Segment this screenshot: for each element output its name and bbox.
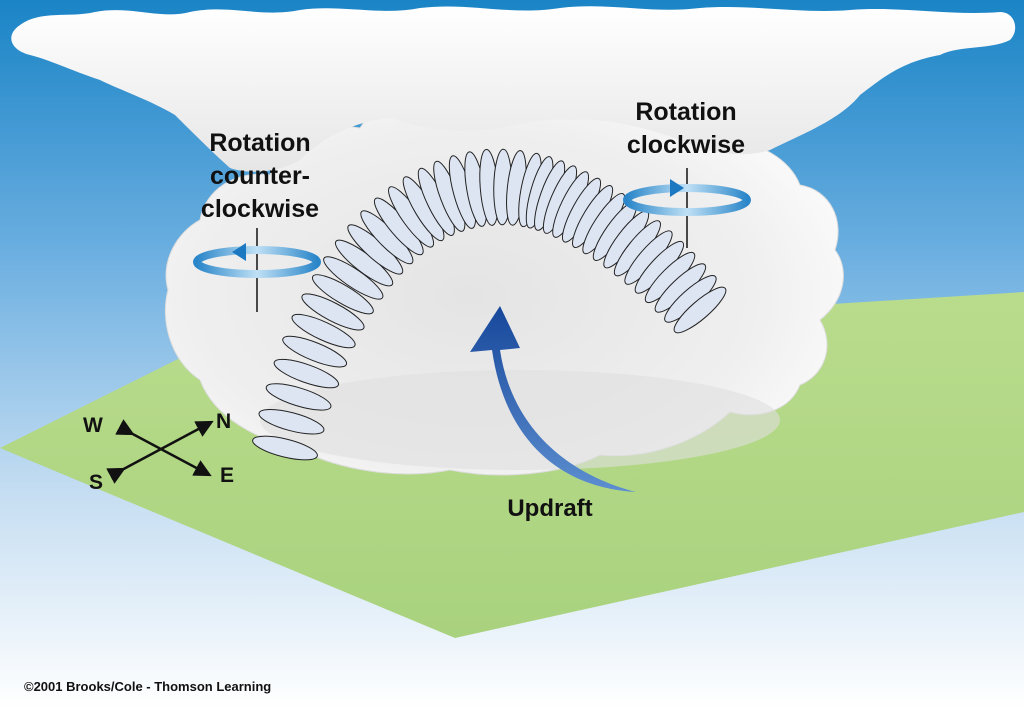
compass-south-label: S xyxy=(89,471,104,494)
rotation-counterclockwise-label: Rotation counter- clockwise xyxy=(180,127,340,226)
vortex-coil xyxy=(282,335,348,368)
vortex-coil xyxy=(291,313,356,349)
label-line: clockwise xyxy=(626,131,746,159)
updraft-label: Updraft xyxy=(507,495,593,522)
rotation-clockwise-label: Rotation clockwise xyxy=(606,96,766,162)
vortex-coil xyxy=(265,383,332,411)
vortex-coil xyxy=(258,408,325,435)
vortex-coil xyxy=(301,293,365,331)
copyright-notice: ©2001 Brooks/Cole - Thomson Learning xyxy=(24,679,272,694)
label-line: Rotation xyxy=(635,98,737,126)
vortex-coil xyxy=(273,358,340,389)
rotation-cw-indicator xyxy=(623,168,751,248)
updraft-arrow xyxy=(470,306,636,492)
compass-east-label: E xyxy=(220,464,235,487)
vortex-tube xyxy=(252,148,727,461)
label-line: clockwise xyxy=(200,195,320,223)
vortex-coil xyxy=(673,286,727,334)
vortex-coil xyxy=(311,274,374,315)
compass-rose xyxy=(106,419,214,484)
vortex-coil xyxy=(252,435,318,461)
thunderstorm-cloud xyxy=(11,6,1016,476)
compass-west-label: W xyxy=(83,414,103,437)
label-line: counter- xyxy=(210,162,310,190)
compass-north-label: N xyxy=(216,410,232,433)
label-line: Rotation xyxy=(209,129,311,157)
rotation-ccw-indicator xyxy=(193,228,321,312)
